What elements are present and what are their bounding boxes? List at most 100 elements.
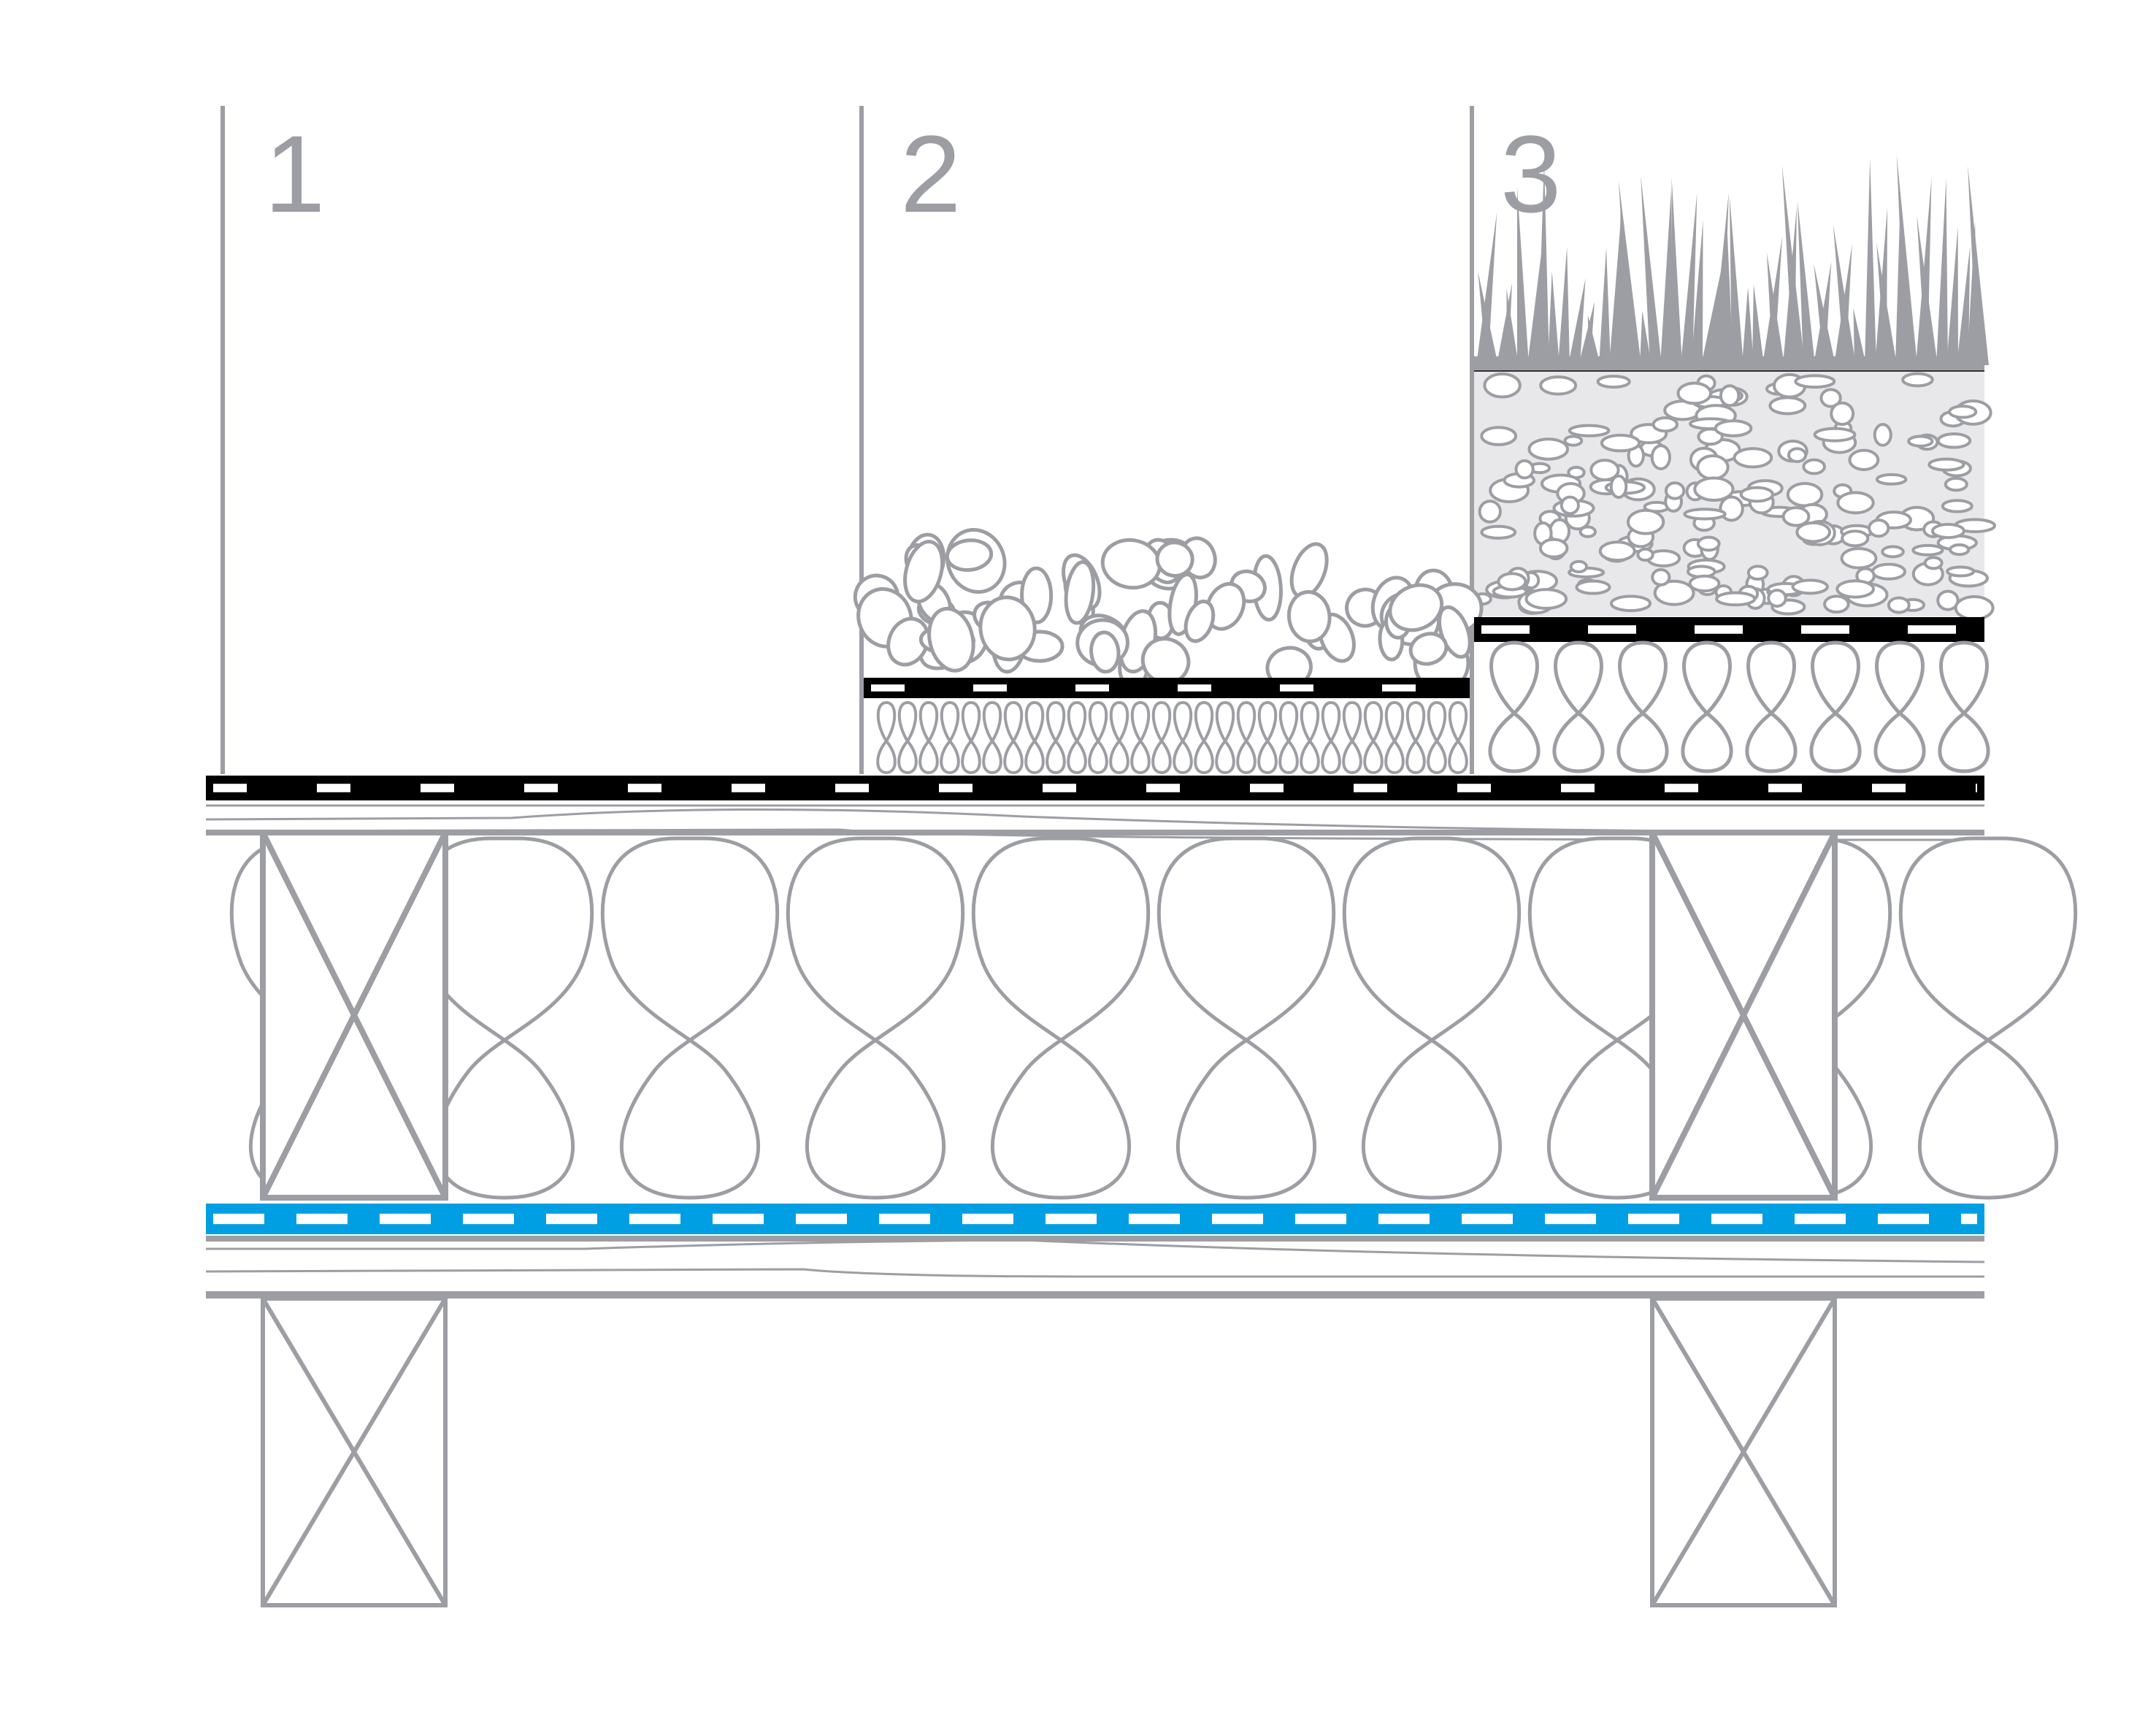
substrate-pebble bbox=[1626, 508, 1665, 535]
insulation-lobe bbox=[1003, 700, 1024, 775]
grass-blade bbox=[1722, 214, 1733, 365]
rafter-cross bbox=[260, 831, 448, 1199]
insulation-lobe bbox=[1278, 700, 1299, 775]
section-label-3: 3 bbox=[1500, 112, 1561, 235]
substrate-pebble bbox=[1830, 401, 1855, 427]
post-cross bbox=[261, 1297, 448, 1607]
roof-membrane-dash bbox=[1872, 784, 1906, 792]
grass-blade bbox=[1640, 310, 1651, 365]
grass-blade bbox=[1936, 178, 1948, 365]
section2-membrane-dash bbox=[973, 684, 1007, 692]
substrate-pebble bbox=[1578, 525, 1597, 538]
insulation-lobe bbox=[876, 700, 897, 775]
insulation-lobe bbox=[1488, 640, 1541, 773]
roof-membrane-dash bbox=[1665, 784, 1698, 792]
roof-membrane-dash bbox=[628, 784, 661, 792]
pebble bbox=[978, 595, 1037, 662]
substrate-pebble bbox=[1840, 547, 1878, 570]
insulation-lobe bbox=[1552, 640, 1605, 773]
insulation-lobe bbox=[1236, 700, 1257, 775]
decking-board bbox=[206, 830, 1984, 835]
substrate-pebble bbox=[1907, 435, 1934, 448]
vapour-control-layer-band-dash bbox=[1129, 1213, 1180, 1225]
grass-blade bbox=[1957, 245, 1971, 365]
insulation-blob bbox=[1156, 836, 1336, 1200]
vapour-control-layer-band-dash bbox=[463, 1213, 514, 1225]
substrate-pebble bbox=[1944, 476, 1968, 492]
section2-membrane-dash bbox=[1075, 684, 1109, 692]
substrate-pebble bbox=[1875, 473, 1908, 486]
vapour-control-layer-band-dash bbox=[1628, 1213, 1679, 1225]
roof-membrane-dash bbox=[1457, 784, 1491, 792]
roof-membrane-dash bbox=[1768, 784, 1802, 792]
substrate-pebble bbox=[1823, 594, 1850, 614]
substrate-pebble bbox=[1568, 424, 1611, 437]
substrate-pebble bbox=[1653, 579, 1695, 606]
insulation-lobe bbox=[1321, 700, 1341, 775]
grass-blade bbox=[1691, 220, 1703, 365]
grass-blade bbox=[1865, 158, 1876, 365]
substrate-pebble bbox=[1538, 538, 1569, 559]
roof-membrane-dash bbox=[524, 784, 558, 792]
grass-blade bbox=[1701, 270, 1722, 365]
roof-membrane-dash bbox=[213, 784, 247, 792]
grass-blade bbox=[1797, 200, 1815, 365]
substrate-pebble bbox=[1930, 523, 1965, 540]
vapour-control-layer-band-dash bbox=[1462, 1213, 1513, 1225]
insulation-lobe bbox=[1938, 640, 1990, 773]
substrate-pebble bbox=[1813, 427, 1857, 443]
substrate-pebble bbox=[1936, 432, 1972, 449]
substrate-pebble bbox=[1911, 543, 1944, 556]
vapour-control-layer-band-dash bbox=[1212, 1213, 1263, 1225]
substrate-pebble bbox=[1598, 540, 1636, 562]
grass-blade bbox=[1814, 264, 1835, 365]
substrate-pebble bbox=[1746, 565, 1769, 581]
pebble bbox=[1064, 560, 1096, 625]
substrate-pebble bbox=[1819, 388, 1842, 408]
section2-membrane-dash bbox=[871, 684, 905, 692]
section3-membrane-dash bbox=[1481, 625, 1530, 634]
grass-blade bbox=[1587, 315, 1600, 365]
substrate-pebble bbox=[1923, 556, 1944, 570]
insulation-lobe bbox=[1067, 700, 1087, 775]
grass-blade bbox=[1478, 271, 1498, 365]
vapour-control-layer-band-dash bbox=[962, 1213, 1013, 1225]
insulation-lobe bbox=[1427, 700, 1447, 775]
roof-membrane-dash bbox=[1976, 784, 1977, 792]
insulation-lobe bbox=[1088, 700, 1108, 775]
grass-blade bbox=[1968, 165, 1989, 366]
substrate-pebble bbox=[1946, 565, 1976, 578]
insulation-blob bbox=[600, 836, 780, 1200]
substrate-pebble bbox=[1787, 447, 1808, 464]
substrate-pebble bbox=[1768, 396, 1807, 416]
insulation-lobe bbox=[1151, 700, 1172, 775]
roof-membrane-dash bbox=[1354, 784, 1387, 792]
grass-blade bbox=[1538, 161, 1549, 366]
roof-membrane-dash bbox=[1043, 784, 1076, 792]
substrate-pebble bbox=[1739, 486, 1774, 503]
substrate-pebble bbox=[1868, 519, 1890, 538]
vapour-control-layer-band-dash bbox=[796, 1213, 847, 1225]
rafter bbox=[1649, 830, 1838, 1201]
pebble bbox=[1205, 582, 1246, 631]
substrate-pebble bbox=[1936, 589, 1960, 611]
substrate-pebble bbox=[1714, 419, 1753, 437]
insulation-lobe bbox=[1384, 700, 1405, 775]
grass-blade bbox=[1781, 165, 1805, 365]
vapour-control-layer-band-dash bbox=[1878, 1213, 1929, 1225]
pebble bbox=[1286, 590, 1332, 643]
vapour-control-layer-band bbox=[206, 1204, 1984, 1234]
substrate-pebble bbox=[1560, 495, 1580, 516]
insulation-blob bbox=[786, 836, 965, 1200]
pebble bbox=[927, 606, 975, 673]
vapour-control-layer-band-dash bbox=[629, 1213, 680, 1225]
roof-membrane-dash bbox=[1250, 784, 1284, 792]
insulation-lobe bbox=[1194, 700, 1214, 775]
substrate-pebble bbox=[1651, 416, 1679, 433]
insulation-lobe bbox=[1745, 640, 1798, 773]
grass-blade bbox=[1558, 246, 1570, 365]
insulation-lobe bbox=[940, 700, 960, 775]
substrate-pebble bbox=[1802, 458, 1826, 475]
substrate-pebble bbox=[1871, 562, 1906, 581]
roof-membrane-dash bbox=[421, 784, 454, 792]
